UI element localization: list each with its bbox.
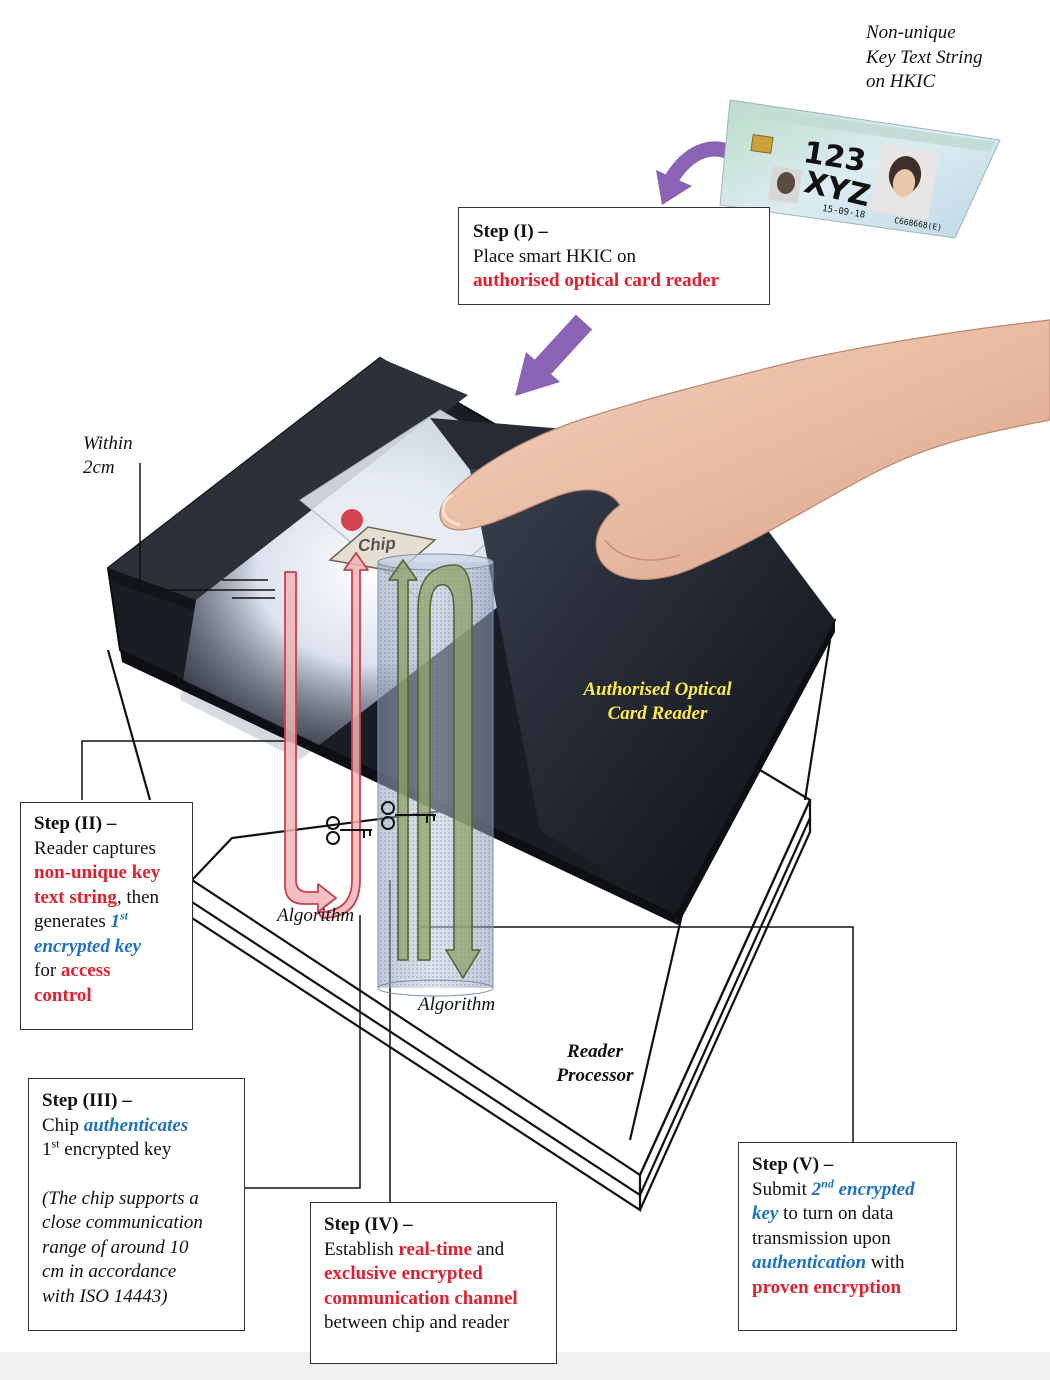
within-2cm-label: Within 2cm [83, 432, 133, 480]
card-caption-line2: Key Text String [866, 46, 983, 68]
card-caption: Non-unique Key Text String on HKIC [866, 21, 982, 95]
reader-processor-label: Reader Processor [550, 1040, 640, 1088]
step3-note-line1: (The chip supports a [42, 1187, 199, 1209]
step3-line1: Chip authenticates [42, 1114, 189, 1136]
card-chip-icon [750, 134, 774, 154]
encrypted-channel-cylinder [377, 553, 494, 997]
leader-step2 [81, 740, 292, 800]
step1-line1: Place smart HKIC on [473, 245, 637, 267]
hkic-card [719, 99, 1001, 239]
leader-step3 [245, 915, 361, 1189]
chip-label: Chip [357, 533, 397, 556]
reader-label-line2: Card Reader [607, 703, 708, 724]
step3-note-line4: cm in accordance [42, 1261, 177, 1282]
step4-line4: between chip and reader [324, 1312, 510, 1333]
key-icon [381, 801, 436, 830]
step4-line1: Establish real-time and [324, 1238, 505, 1260]
step1-box: Step (I) – Place smart HKIC on authorise… [458, 207, 770, 305]
algorithm-label-right: Algorithm [418, 994, 496, 1015]
step2-heading: Step (II) – [34, 813, 117, 834]
step2-line3: text string, then [34, 886, 160, 908]
step4-box: Step (IV) – Establish real-time and excl… [310, 1202, 557, 1364]
purple-arrow-icon [515, 314, 593, 396]
step1-line2: authorised optical card reader [473, 270, 720, 291]
green-arrow-path [388, 559, 481, 979]
step3-note-line3: range of around 10 [42, 1236, 189, 1258]
step3-box: Step (III) – Chip authenticates 1st encr… [28, 1078, 245, 1331]
algorithm-label-left: Algorithm [277, 905, 355, 926]
leader-step5 [420, 926, 854, 1142]
step5-heading: Step (V) – [752, 1154, 834, 1175]
step5-line5: proven encryption [752, 1276, 902, 1298]
step5-box: Step (V) – Submit 2nd encrypted key to t… [738, 1142, 957, 1331]
within-line2: 2cm [83, 457, 115, 478]
step3-note-line5: with ISO 14443) [42, 1285, 168, 1307]
step4-line2: exclusive encrypted [324, 1263, 483, 1284]
step1-heading: Step (I) – [473, 221, 548, 242]
card-caption-line3: on HKIC [866, 71, 936, 92]
step2-line7: control [34, 984, 92, 1006]
step3-line2: 1st encrypted key [42, 1136, 172, 1160]
within-line1: Within [83, 433, 133, 454]
processor-line2: Processor [556, 1065, 634, 1086]
step5-line4: authentication with [752, 1252, 905, 1273]
step3-heading: Step (III) – [42, 1090, 132, 1111]
reader-label: Authorised Optical Card Reader [560, 678, 755, 726]
step5-line2: key to turn on data [752, 1203, 894, 1224]
step2-line1: Reader captures [34, 837, 156, 859]
step2-line2: non-unique key [34, 862, 161, 883]
step4-line3: communication channel [324, 1287, 518, 1309]
step4-heading: Step (IV) – [324, 1214, 413, 1235]
step2-line4: generates 1st [34, 908, 128, 932]
key-icon [326, 816, 372, 845]
step5-line3: transmission upon [752, 1227, 891, 1249]
card-caption-line1: Non-unique [866, 22, 956, 43]
hkic-emblem [341, 509, 363, 531]
step2-box: Step (II) – Reader captures non-unique k… [20, 802, 193, 1030]
processor-line1: Reader [567, 1041, 623, 1062]
hand-illustration [439, 319, 1050, 581]
step2-line5: encrypted key [34, 935, 142, 957]
within-2cm-leader [139, 463, 275, 599]
reader-label-line1: Authorised Optical [583, 679, 732, 700]
pink-arrow-path [284, 552, 369, 919]
step5-line1: Submit 2nd encrypted [752, 1176, 915, 1200]
step2-line6: for access [34, 960, 111, 981]
step3-note-line2: close communication [42, 1212, 203, 1233]
